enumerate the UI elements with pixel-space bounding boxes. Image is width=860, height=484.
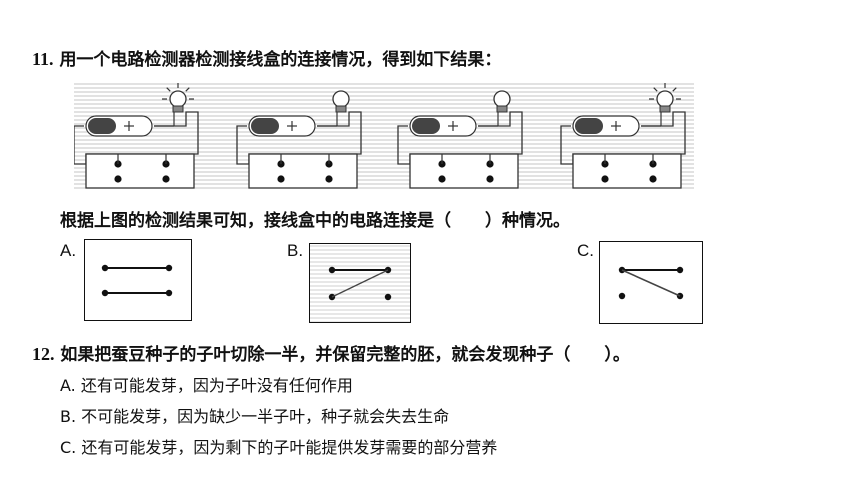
q11-option-a-label[interactable]: A. [60,241,77,260]
q12-stem: 如果把蚕豆种子的子叶切除一半，并保留完整的胚，就会发现种子（ ）。 [60,345,630,365]
light-ray [185,87,190,92]
circuit-test-figure [74,82,694,190]
terminal-dot [438,175,446,183]
q12-option-a[interactable]: A. 还有可能发芽，因为子叶没有任何作用 [60,376,353,395]
terminal-box [248,153,358,189]
bulb-base [496,105,508,113]
circuit-test-panels [74,82,694,190]
terminal-box [572,153,682,189]
q12-option-c[interactable]: C. 还有可能发芽，因为剩下的子叶能提供发芽需要的部分营养 [60,438,498,457]
bulb-icon [332,90,350,108]
q11-option-b-label[interactable]: B. [287,241,304,260]
wiring-diagram-c [618,266,684,300]
q12-number: 12. [32,344,55,364]
bulb-icon [493,90,511,108]
light-ray [672,87,677,92]
q12-option-b[interactable]: B. 不可能发芽，因为缺少一半子叶，种子就会失去生命 [60,407,450,426]
circuit-panel-1 [74,83,199,189]
q11-option-c-label[interactable]: C. [577,241,594,260]
terminal-dot [601,175,609,183]
terminal-box [85,153,195,189]
circuit-panel-2 [236,90,362,189]
bulb-base [335,105,347,113]
terminal-dot [114,175,122,183]
bulb-base [659,105,671,113]
terminal-dot [162,175,170,183]
terminal-dot [325,175,333,183]
q11-option-c-box[interactable] [599,241,703,324]
terminal-dot [486,175,494,183]
light-ray [166,87,171,92]
q11-question: 根据上图的检测结果可知，接线盒中的电路连接是（ ）种情况。 [60,211,570,231]
wiring-diagram-a [101,264,173,297]
terminal-box [409,153,519,189]
light-ray [653,87,658,92]
q11-stem-line: 11. 用一个电路检测器检测接线盒的连接情况，得到如下结果： [32,45,501,70]
bulb-icon [169,90,187,108]
terminal-dot [649,175,657,183]
circuit-panel-4 [560,83,686,189]
terminal-dot [277,175,285,183]
q12-stem-line: 12. 如果把蚕豆种子的子叶切除一半，并保留完整的胚，就会发现种子（ ）。 [32,340,630,365]
circuit-panel-3 [397,90,523,189]
battery-cap [88,118,116,134]
bulb-base [172,105,184,113]
wiring-diagram-b [310,244,410,322]
q11-option-b-box[interactable] [309,243,411,323]
battery-cap [575,118,603,134]
q11-number: 11. [32,49,54,69]
bulb-icon [656,90,674,108]
battery-cap [412,118,440,134]
battery-cap [251,118,279,134]
q11-stem: 用一个电路检测器检测接线盒的连接情况，得到如下结果： [59,50,502,70]
q11-option-a-box[interactable] [84,239,192,321]
